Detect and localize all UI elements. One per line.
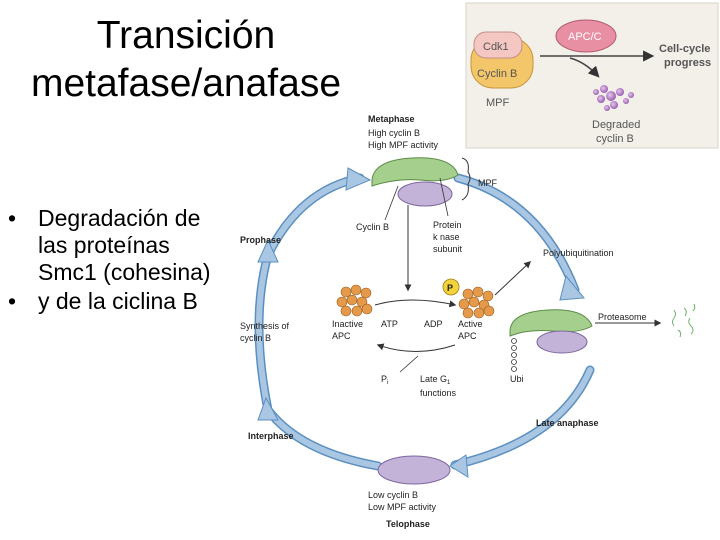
inset-progress-label-1: Cell-cycle — [659, 43, 710, 55]
arrowhead-to-prophase — [257, 238, 279, 263]
anaphase-cyclin-shape — [536, 330, 588, 354]
inactive-apc-label-2: APC — [332, 331, 351, 341]
title-line-1: Transición — [96, 14, 276, 57]
telophase-sub-1: Low cyclin B — [368, 490, 418, 500]
inset-apc-c-shape — [555, 19, 617, 53]
phosphate-badge-label: P — [447, 283, 453, 293]
inactivation-arrow — [376, 343, 456, 352]
slide-title: Transición metafase/anafase — [0, 12, 372, 108]
prophase-label: Prophase — [240, 235, 281, 245]
arrowhead-to-telophase — [449, 454, 469, 478]
synthesis-label-1: Synthesis of — [240, 321, 290, 331]
phosphate-badge — [442, 278, 460, 296]
adp-label: ADP — [424, 319, 443, 329]
cyclin-b-label: Cyclin B — [356, 222, 389, 232]
bullet-item: Degradación de las proteínas Smc1 (cohes… — [8, 205, 230, 286]
synthesis-label-2: cyclin B — [240, 333, 271, 343]
arrowhead-to-late-anaphase — [559, 274, 585, 301]
inset-apc-c-label: APC/C — [568, 31, 602, 43]
inset-progress-label-2: progress — [664, 57, 711, 69]
bullet-item: y de la ciclina B — [8, 288, 230, 315]
bullet-list: Degradación de las proteínas Smc1 (cohes… — [8, 205, 230, 317]
pi-leader — [399, 355, 419, 373]
metaphase-sub-2: High MPF activity — [368, 140, 439, 150]
inset-degrade-arrow — [569, 57, 600, 78]
protein-kinase-label-2: k nase — [433, 232, 460, 242]
late-g1-label-1: Late G1 — [420, 374, 451, 386]
active-apc-label-2: APC — [458, 331, 477, 341]
degraded-fragments — [672, 303, 696, 338]
atp-label: ATP — [381, 319, 398, 329]
metaphase-sub-1: High cyclin B — [368, 128, 420, 138]
metaphase-kinase-shape — [371, 157, 459, 187]
metaphase-mpf-label: MPF — [478, 178, 498, 188]
inset-cdk1-shape — [473, 31, 523, 59]
title-line-2: metafase/anafase — [30, 62, 342, 105]
polyubiquitination-arrow — [494, 261, 532, 296]
cycle-arrowheads — [257, 167, 585, 478]
inactive-apc-cluster — [336, 284, 373, 317]
late-anaphase-label: Late anaphase — [536, 418, 599, 428]
telophase-cyclin-shape — [377, 455, 451, 485]
pi-label: Pi — [381, 374, 388, 386]
inset-mpf-label: MPF — [486, 97, 510, 109]
cyclin-b-leader — [384, 185, 399, 221]
telophase-label: Telophase — [386, 519, 430, 529]
protein-kinase-label-3: subunit — [433, 244, 463, 254]
polyubiquitination-label: Polyubiquitination — [543, 248, 614, 258]
metaphase-cyclin-shape — [397, 181, 453, 207]
inset-degraded-label-1: Degraded — [592, 119, 640, 131]
protein-kinase-leader — [439, 177, 449, 217]
inset-degraded-label-2: cyclin B — [596, 133, 634, 145]
inactive-apc-label-1: Inactive — [332, 319, 363, 329]
inset-degraded-fragments — [593, 85, 634, 111]
interphase-label: Interphase — [248, 431, 294, 441]
arrowhead-to-interphase — [257, 396, 279, 421]
mpf-bracket — [461, 157, 471, 201]
anaphase-kinase-shape — [509, 309, 593, 337]
inset-cyclin-b-label: Cyclin B — [477, 68, 517, 80]
late-g1-label-2: functions — [420, 388, 457, 398]
ubiquitin-chain — [511, 338, 517, 372]
arrowhead-to-metaphase — [345, 167, 372, 191]
activation-arrow — [374, 299, 457, 308]
active-apc-cluster — [458, 286, 495, 319]
active-apc-label-1: Active — [458, 319, 483, 329]
inset-cdk1-label: Cdk1 — [483, 41, 509, 53]
telophase-sub-2: Low MPF activity — [368, 502, 437, 512]
metaphase-label: Metaphase — [368, 114, 415, 124]
proteasome-label: Proteasome — [598, 312, 647, 322]
mpf-inset-panel: Cdk1 Cyclin B MPF APC/C Cell-cycle progr… — [465, 2, 719, 149]
protein-kinase-label-1: Protein — [433, 220, 462, 230]
ubi-label: Ubi — [510, 374, 524, 384]
